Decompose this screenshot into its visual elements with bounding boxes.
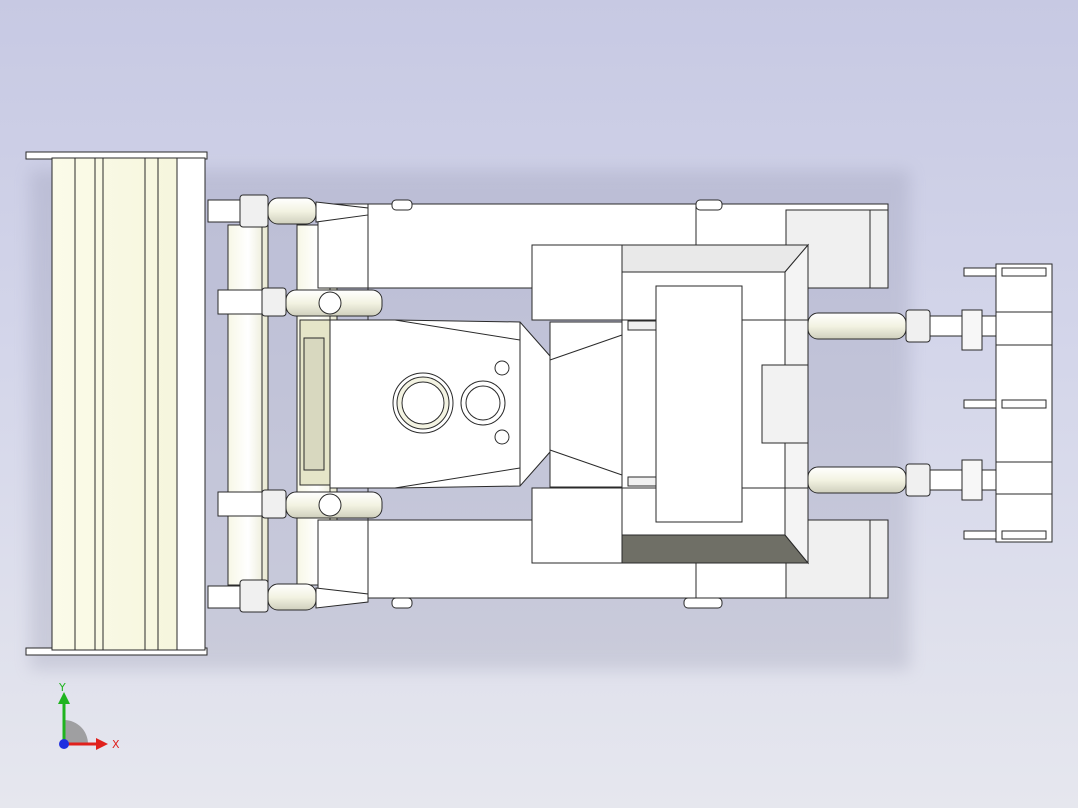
y-axis-label: Y	[58, 681, 66, 694]
x-axis-label: X	[112, 738, 120, 751]
engine-hood[interactable]	[621, 243, 810, 565]
z-axis-dot-icon	[59, 739, 69, 749]
ripper-cylinder-bottom[interactable]	[807, 459, 1001, 501]
blade[interactable]	[25, 151, 208, 656]
neck-plate[interactable]	[531, 244, 623, 564]
lift-cylinder-bottom[interactable]	[207, 579, 369, 613]
coordinate-triad: X Y	[58, 681, 120, 751]
frame-pins	[391, 199, 723, 609]
tilt-cylinder-top[interactable]	[217, 287, 383, 317]
center-body[interactable]	[299, 319, 551, 489]
ripper-beam[interactable]	[963, 263, 1053, 543]
tilt-cylinder-bottom[interactable]	[217, 489, 383, 519]
triad-plane-icon	[64, 720, 88, 744]
push-arm-left-1[interactable]	[227, 224, 269, 586]
ripper-cylinder-top[interactable]	[807, 309, 1001, 351]
lift-cylinder-top[interactable]	[207, 194, 369, 228]
